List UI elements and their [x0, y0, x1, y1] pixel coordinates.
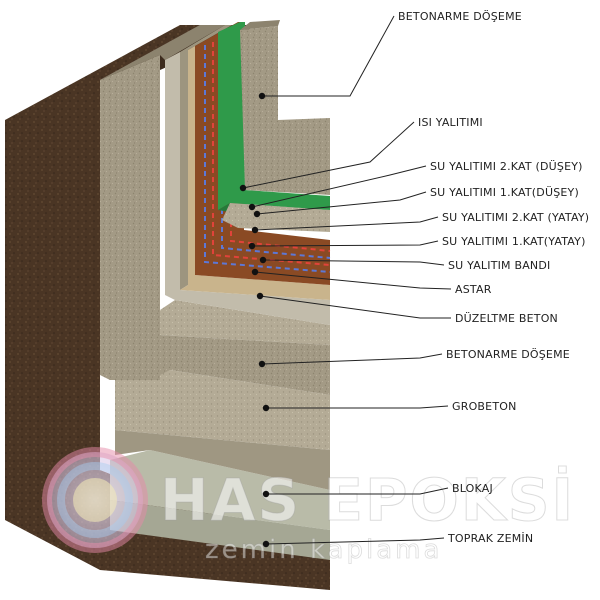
leader-dot [254, 211, 260, 217]
label-2: ISI YALITIMI [418, 116, 483, 129]
label-1: BETONARME DÖŞEME [398, 10, 522, 23]
leader-dot [249, 204, 255, 210]
leader-dot [263, 405, 269, 411]
leader-dot [249, 243, 255, 249]
leader-dot [259, 361, 265, 367]
leader-dot [260, 257, 266, 263]
leader-dot [263, 491, 269, 497]
label-3: SU YALITIMI 2.KAT (DÜŞEY) [430, 160, 583, 173]
label-11: GROBETON [452, 400, 517, 413]
label-10: BETONARME DÖŞEME [446, 348, 570, 361]
label-12: BLOKAJ [452, 482, 493, 495]
label-13: TOPRAK ZEMİN [447, 532, 533, 545]
leader-line [262, 16, 394, 96]
watermark-brand: HAS EPOKSİ [160, 465, 575, 534]
leader-dot [259, 93, 265, 99]
label-9: DÜZELTME BETON [455, 312, 558, 325]
leader-dot [240, 185, 246, 191]
leader-dot [252, 227, 258, 233]
label-6: SU YALITIMI 1.KAT(YATAY) [442, 235, 586, 248]
label-7: SU YALITIM BANDI [448, 259, 550, 272]
leader-dot [257, 293, 263, 299]
leader-dot [263, 541, 269, 547]
callout-1: BETONARME DÖŞEME [259, 10, 522, 99]
label-5: SU YALITIMI 2.KAT (YATAY) [442, 211, 589, 224]
label-4: SU YALITIMI 1.KAT(DÜŞEY) [430, 186, 579, 199]
label-8: ASTAR [455, 283, 492, 296]
watermark-tagline: zemin kaplama [205, 535, 442, 565]
leader-dot [252, 269, 258, 275]
